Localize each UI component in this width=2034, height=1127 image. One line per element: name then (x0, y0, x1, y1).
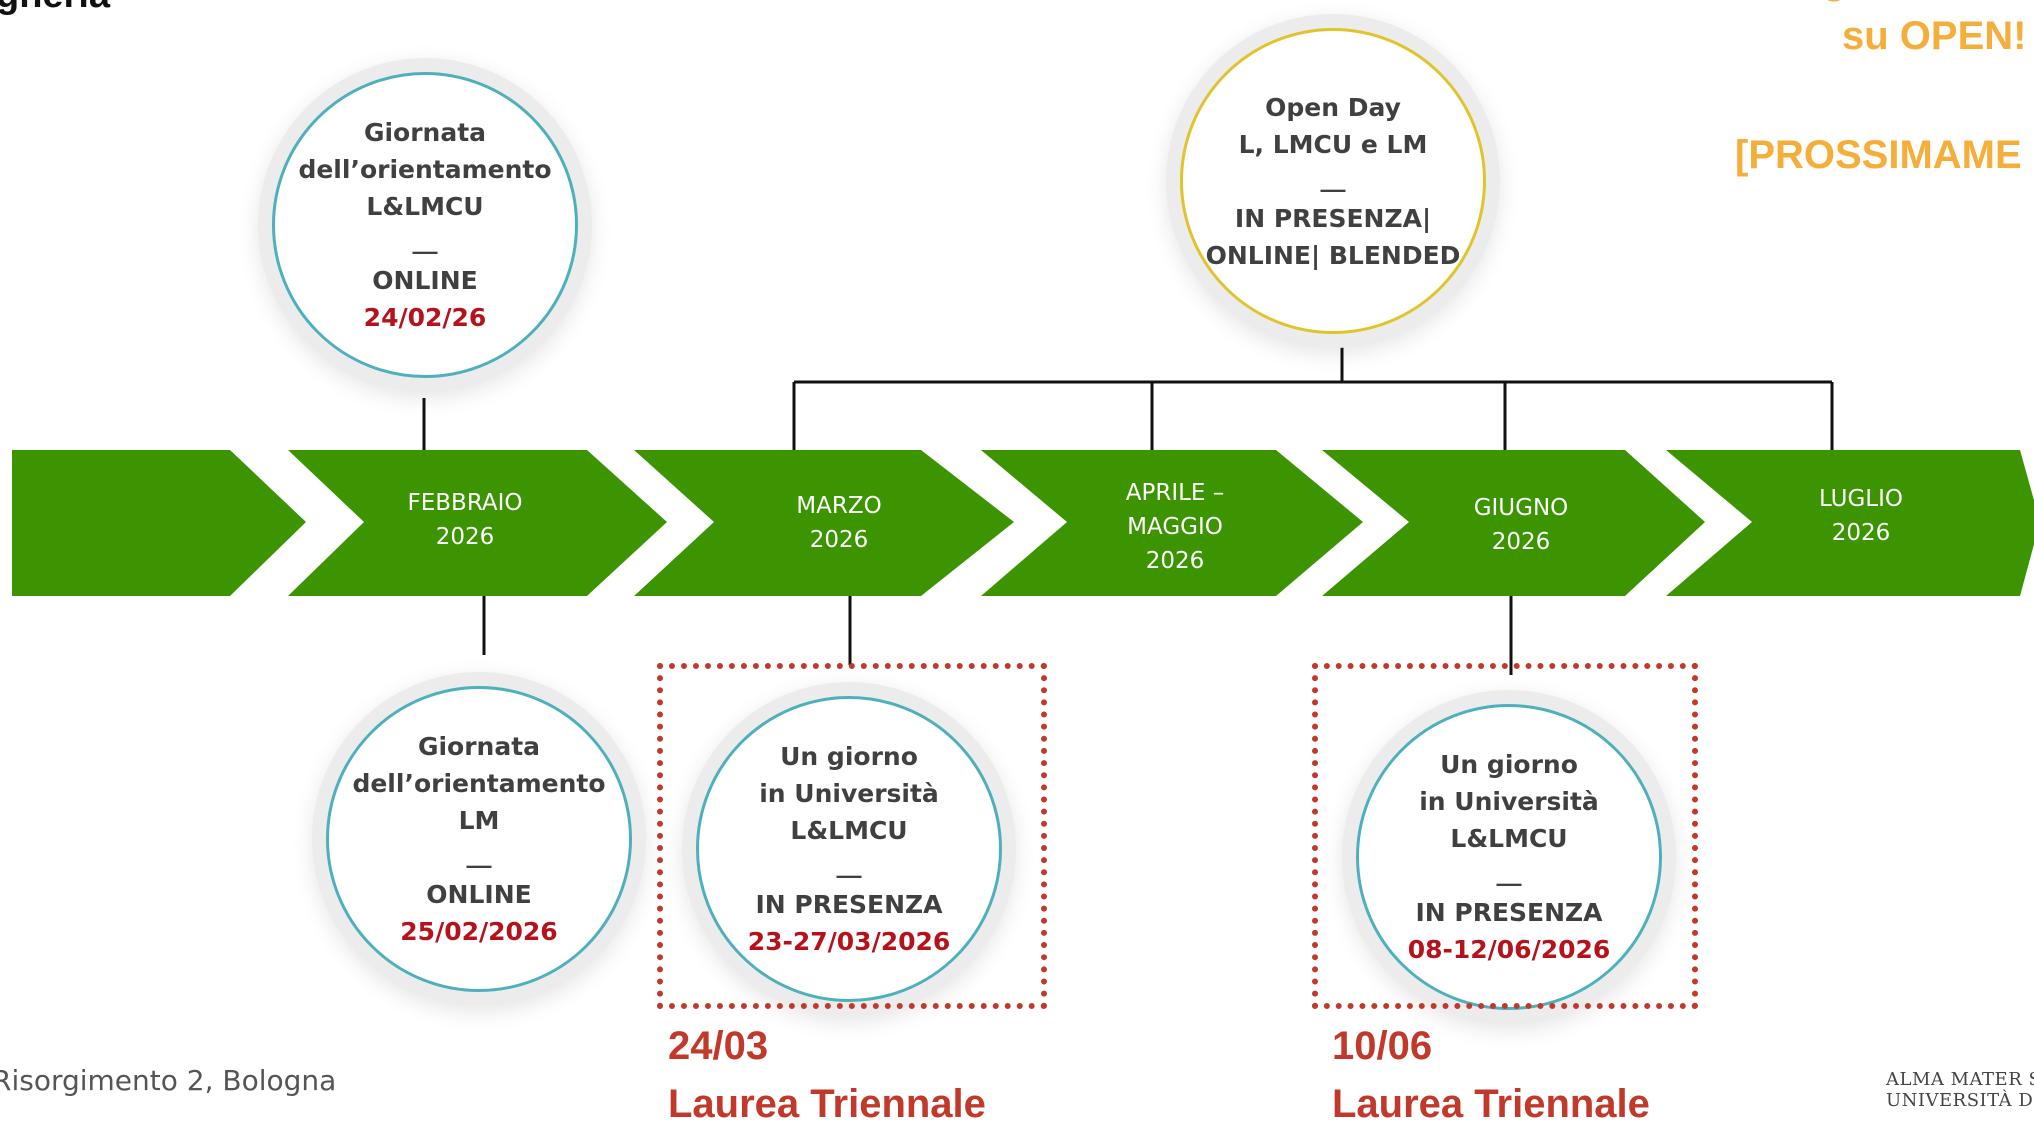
highlight-box-marzo (657, 663, 1047, 1009)
event-title-line: Un giorno (780, 742, 918, 771)
logo-line-1: ALMA MATER STU (1886, 1069, 2034, 1090)
event-orientamento-l: Giornata dell’orientamento L&LMCU __ ONL… (272, 72, 578, 378)
month-label: GIUGNO (1473, 495, 1569, 521)
event-open-day: Open Day L, LMCU e LM __ IN PRESENZA| ON… (1180, 28, 1486, 334)
month-aprile-maggio: APRILE – MAGGIO 2026 (1090, 476, 1260, 578)
event-title-line: Giornata (363, 118, 487, 147)
footer-address: Risorgimento 2, Bologna (0, 1064, 337, 1097)
month-label: FEBBRAIO (407, 490, 523, 516)
logo-line-2: UNIVERSITÀ DI B (1886, 1090, 2034, 1111)
event-giorno-marzo: Un giorno in Università L&LMCU __ IN PRE… (696, 696, 1002, 1002)
month-year: 2026 (809, 527, 869, 553)
month-year: 2026 (1145, 548, 1205, 574)
event-title-line: in Università (759, 779, 939, 808)
chevron-marzo (634, 450, 1014, 596)
highlight-label-giugno: Laurea Triennale (1332, 1082, 1650, 1126)
event-title-line: dell’orientamento (298, 155, 552, 184)
month-febbraio: FEBBRAIO 2026 (380, 486, 550, 554)
month-giugno: GIUGNO 2026 (1436, 491, 1606, 559)
event-title-line: dell’orientamento LM (352, 769, 606, 835)
event-title-line: Un giorno (1440, 750, 1578, 779)
event-separator: __ (836, 849, 862, 878)
page-title: gneria (0, 0, 110, 17)
month-label: MARZO (796, 493, 882, 519)
event-date: 25/02/2026 (400, 917, 558, 946)
connector-lines (422, 338, 1834, 675)
university-logo: ALMA MATER STU UNIVERSITÀ DI B (1886, 1069, 2034, 1111)
highlight-label-marzo: Laurea Triennale (668, 1082, 986, 1126)
chevron-febbraio (288, 450, 667, 596)
event-mode: IN PRESENZA| (1234, 203, 1432, 233)
event-title-line: L, LMCU e LM (1238, 129, 1428, 159)
chevron-aprile-maggio (981, 450, 1363, 596)
event-separator: __ (412, 225, 438, 254)
event-mode: ONLINE (426, 880, 532, 909)
event-date: 24/02/26 (363, 303, 487, 332)
month-year: 2026 (1831, 520, 1891, 546)
event-date: 23-27/03/2026 (747, 927, 951, 956)
timeline-arrows (12, 450, 2034, 596)
highlight-box-giugno (1312, 663, 1698, 1009)
event-separator: __ (1496, 857, 1522, 886)
highlight-date-giugno: 10/06 (1332, 1024, 1433, 1068)
event-date: 08-12/06/2026 (1407, 935, 1611, 964)
month-luglio: LUGLIO 2026 (1776, 482, 1946, 550)
month-marzo: MARZO 2026 (754, 489, 924, 557)
chevron-giugno (1322, 450, 1705, 596)
event-title-line: L&LMCU (366, 192, 484, 221)
promo-text-line-3: [PROSSIMAME (1735, 133, 2022, 177)
chevron-luglio (1666, 450, 2034, 596)
month-year: 2026 (1491, 529, 1551, 555)
event-separator: __ (1320, 162, 1346, 192)
event-mode: IN PRESENZA (755, 890, 943, 919)
event-giorno-giugno: Un giorno in Università L&LMCU __ IN PRE… (1356, 704, 1662, 1010)
event-title-line: Open Day (1265, 92, 1401, 122)
promo-text-line-1: gi (1822, 0, 1858, 3)
event-separator: __ (466, 839, 492, 868)
promo-text-line-2: su OPEN! (1842, 14, 2027, 58)
event-orientamento-lm: Giornata dell’orientamento LM __ ONLINE … (326, 686, 632, 992)
month-label: APRILE – (1125, 480, 1225, 506)
event-title-line: in Università (1419, 787, 1599, 816)
event-mode: IN PRESENZA (1415, 898, 1603, 927)
month-label: LUGLIO (1818, 486, 1904, 512)
highlight-date-marzo: 24/03 (668, 1024, 769, 1068)
event-title-line: L&LMCU (790, 816, 908, 845)
month-year: 2026 (435, 524, 495, 550)
event-title-line: L&LMCU (1450, 824, 1568, 853)
chevron-start (12, 450, 306, 596)
event-title-line: Giornata (417, 732, 541, 761)
month-label-2: MAGGIO (1127, 514, 1223, 540)
event-mode: ONLINE (372, 266, 478, 295)
event-mode: ONLINE| BLENDED (1205, 240, 1461, 270)
